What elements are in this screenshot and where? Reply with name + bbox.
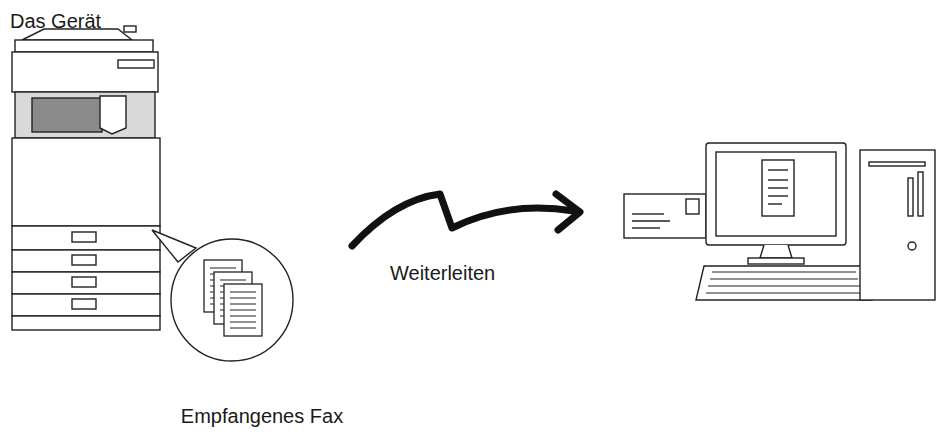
arrow-head (556, 194, 580, 230)
arrow-label: Weiterleiten (390, 261, 495, 285)
page-text-line (230, 328, 256, 329)
document-on-screen (762, 160, 794, 216)
text-line (768, 169, 788, 170)
feeder-tab (124, 26, 136, 32)
address-line (632, 220, 670, 221)
scanner-unit (12, 52, 158, 92)
callout-circle-outline (171, 239, 293, 361)
device-node: Das Gerät (10, 3, 160, 331)
envelope (624, 194, 706, 238)
paper-drawer (12, 250, 160, 272)
tower-vent (918, 172, 923, 216)
page-text-line (230, 304, 256, 305)
callout-caption: Empfangenes Fax (181, 404, 343, 428)
key-rows (706, 272, 862, 293)
drawer-handle (72, 255, 96, 265)
drawer-handle (72, 299, 96, 309)
drawer-handle (72, 277, 96, 287)
callout-circle: Empfangenes Fax (170, 238, 294, 432)
drive-slot (869, 162, 925, 166)
envelope-icon (624, 194, 706, 238)
page-text-line (210, 268, 236, 269)
main-body (12, 138, 160, 226)
output-area (15, 92, 155, 138)
document-feeder (15, 40, 153, 52)
page-text-line (230, 310, 256, 311)
fax-page (224, 284, 262, 336)
page-text-line (230, 322, 256, 323)
page-text-line (220, 280, 246, 281)
finisher (100, 96, 126, 134)
paper-drawer (12, 226, 160, 250)
text-line (768, 203, 782, 204)
stamp (686, 199, 699, 214)
screen (716, 152, 836, 236)
address-line (632, 213, 664, 214)
callout-outline (170, 238, 294, 362)
text-line (768, 179, 788, 180)
control-panel (118, 60, 154, 68)
text-line (768, 187, 788, 188)
page-text-line (230, 298, 256, 299)
paper-drawer (12, 294, 160, 316)
computer (696, 143, 935, 300)
output-slot (32, 98, 102, 132)
device-heading: Das Gerät (10, 9, 101, 33)
multifunction-printer (12, 26, 160, 330)
power-button (908, 242, 916, 250)
drawer-handle (72, 232, 96, 242)
tower (860, 150, 935, 300)
monitor-foot (748, 258, 804, 264)
fax-pages (204, 260, 262, 336)
tower-vent (908, 178, 913, 216)
printer-base (12, 316, 160, 330)
text-line (768, 195, 788, 196)
lightning-arrow-shaft (352, 194, 574, 246)
page-text-line (230, 292, 256, 293)
paper-drawer (12, 272, 160, 294)
keyboard (696, 266, 872, 300)
page-text-line (230, 316, 256, 317)
monitor-stand (760, 245, 792, 258)
address-line (632, 227, 660, 228)
monitor (706, 143, 846, 245)
page-sheet (224, 284, 262, 336)
forward-arrow (352, 194, 580, 246)
